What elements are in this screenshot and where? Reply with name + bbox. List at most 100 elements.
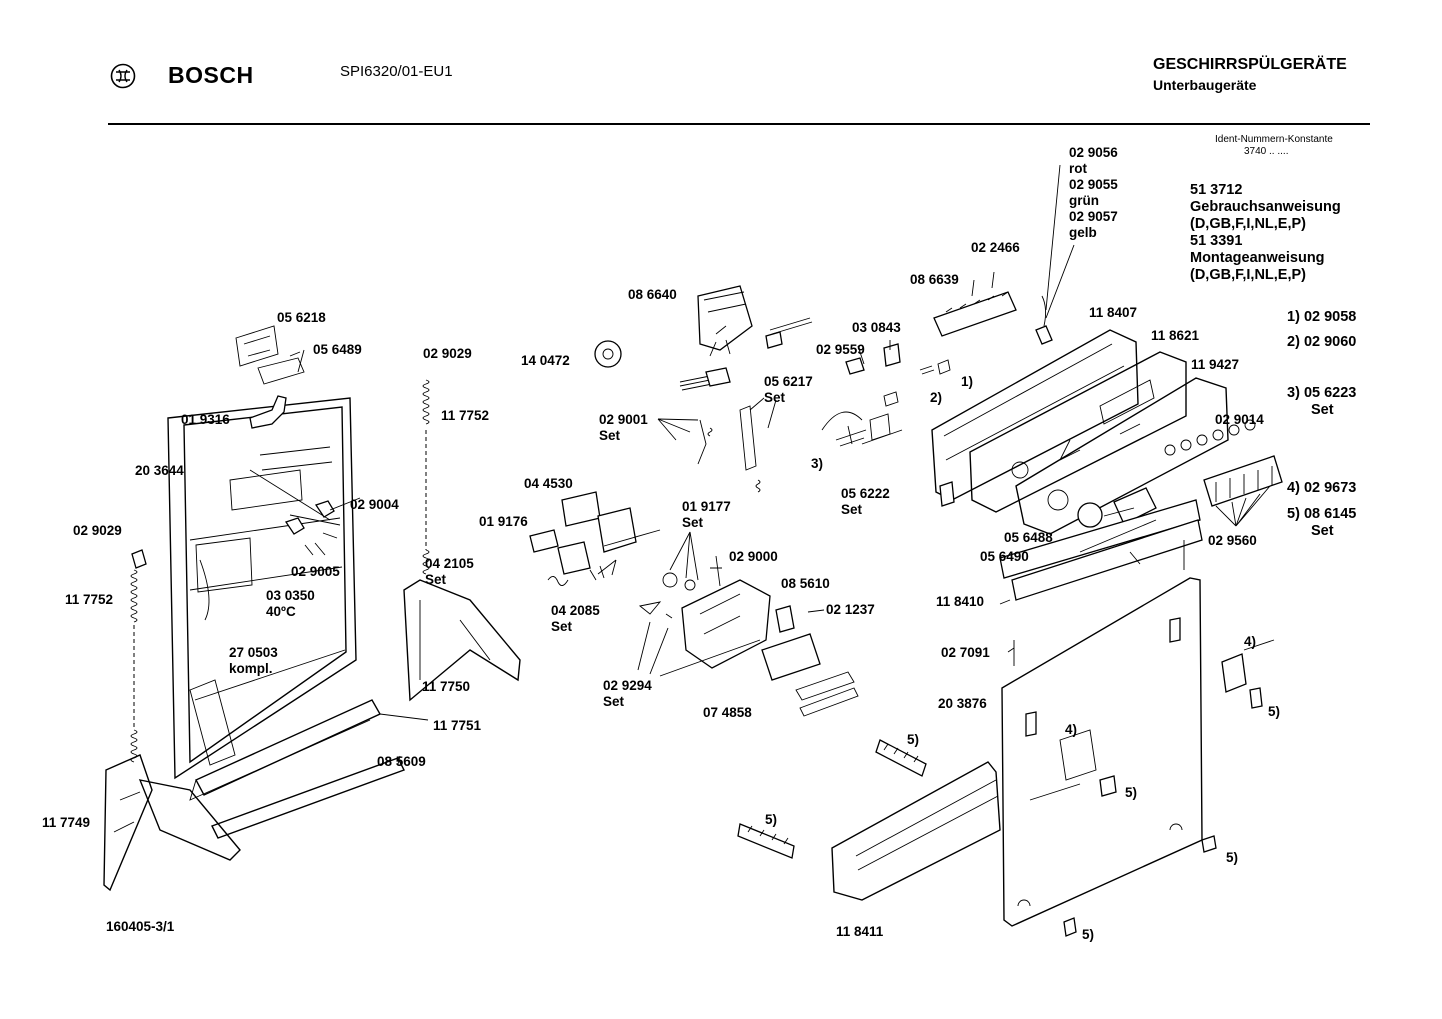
- part-callout-117752b: 11 7752: [441, 408, 489, 424]
- part-callout-key4a: 4): [1244, 634, 1256, 650]
- callout-line: 11 8621: [1151, 328, 1200, 343]
- legend-entry: 2) 02 9060: [1287, 334, 1356, 351]
- callout-line: 02 9029: [73, 523, 122, 538]
- part-callout-key5d: 5): [765, 812, 777, 828]
- callout-line: 02 1237: [826, 602, 875, 617]
- callout-line: 01 9177: [682, 499, 731, 514]
- callout-line: 11 7750: [422, 679, 471, 694]
- control-panel-drawings: [931, 329, 1229, 601]
- bottom-rail-drawings: [189, 699, 405, 839]
- doc-languages: (D,GB,F,I,NL,E,P): [1190, 216, 1306, 232]
- callout-line: 14 0472: [521, 353, 570, 368]
- callout-line: 02 9005: [291, 564, 340, 579]
- category-title: GESCHIRRSPÜLGERÄTE: [1153, 56, 1347, 73]
- pump-and-valve-drawings: [638, 555, 859, 717]
- callout-line: 5): [1082, 927, 1095, 942]
- callout-line: 02 9014: [1215, 412, 1264, 427]
- callout-line: 03 0350: [266, 588, 315, 603]
- part-callout-117750: 11 7750: [422, 679, 470, 695]
- ident-label: Ident-Nummern-Konstante: [1215, 134, 1333, 145]
- callout-line: 07 4858: [703, 705, 752, 720]
- part-callout-056489: 05 6489: [313, 342, 362, 358]
- plinth-and-strip-drawings: [737, 739, 1001, 901]
- part-callout-118621: 11 8621: [1151, 328, 1199, 344]
- part-callout-key5a: 5): [1268, 704, 1280, 720]
- hinge-and-spring-drawings: [103, 379, 521, 892]
- part-callout-119427: 11 9427: [1191, 357, 1239, 373]
- part-callout-074858: 07 4858: [703, 705, 752, 721]
- callout-line: 04 2085: [551, 603, 600, 618]
- callout-line: 2): [930, 390, 943, 405]
- part-callout-117752a: 11 7752: [65, 592, 113, 608]
- part-callout-029005: 02 9005: [291, 564, 340, 580]
- callout-line: 05 6222: [841, 486, 890, 501]
- part-callout-085609: 08 5609: [377, 754, 426, 770]
- callout-line: 05 6488: [1004, 530, 1053, 545]
- callout-line: 02 9004: [350, 497, 399, 512]
- doc-number: 51 3712: [1190, 182, 1243, 198]
- callout-line: Set: [603, 694, 625, 709]
- leader-lines: [289, 164, 1271, 765]
- part-callout-key5f: 5): [1082, 927, 1094, 943]
- callout-line: 02 9055: [1069, 177, 1118, 192]
- part-callout-key4b: 4): [1065, 722, 1077, 738]
- part-callout-019316: 01 9316: [181, 412, 230, 428]
- callout-line: 01 9316: [181, 412, 230, 427]
- part-callout-118411: 11 8411: [836, 924, 883, 940]
- part-callout-086639: 08 6639: [910, 272, 959, 288]
- callout-line: 11 8411: [836, 924, 884, 939]
- doc-title: Montageanweisung: [1190, 250, 1325, 266]
- callout-line: 02 9559: [816, 342, 865, 357]
- callout-line: Set: [599, 428, 621, 443]
- callout-line: 08 6639: [910, 272, 959, 287]
- category-subtitle: Unterbaugeräte: [1153, 77, 1257, 93]
- part-callout-029029a: 02 9029: [73, 523, 122, 539]
- ident-value: 3740 .. ....: [1244, 146, 1289, 157]
- callout-line: 02 9560: [1208, 533, 1257, 548]
- part-callout-029559: 02 9559: [816, 342, 865, 358]
- part-callout-key2: 2): [930, 390, 942, 406]
- callout-line: 11 7752: [441, 408, 490, 423]
- callout-line: rot: [1069, 161, 1087, 176]
- callout-line: 08 5609: [377, 754, 426, 769]
- part-callout-056218: 05 6218: [277, 310, 326, 326]
- doc-number: 51 3391: [1190, 233, 1243, 249]
- callout-line: Set: [764, 390, 786, 405]
- callout-line: Set: [682, 515, 704, 530]
- callout-line: 11 7749: [42, 815, 91, 830]
- callout-line: 4): [1244, 634, 1257, 649]
- callout-line: 05 6218: [277, 310, 326, 325]
- callout-line: 11 8407: [1089, 305, 1138, 320]
- legend-part: 02 9058: [1303, 309, 1357, 325]
- doc-title: Gebrauchsanweisung: [1190, 199, 1341, 215]
- callout-line: 08 5610: [781, 576, 830, 591]
- part-callout-key5e: 5): [1226, 850, 1238, 866]
- legend-note: Set: [1311, 523, 1334, 539]
- callout-line: 05 6489: [313, 342, 362, 357]
- header-rule: [108, 123, 1370, 125]
- part-callout-117749: 11 7749: [42, 815, 90, 831]
- callout-line: Set: [551, 619, 573, 634]
- callout-line: 11 7752: [65, 592, 114, 607]
- callout-line: 11 8410: [936, 594, 985, 609]
- part-callout-key5b: 5): [1125, 785, 1137, 801]
- callout-line: 20 3876: [938, 696, 987, 711]
- callout-line: 4): [1065, 722, 1078, 737]
- legend-key: 1): [1287, 309, 1300, 325]
- part-callout-203644: 20 3644: [135, 463, 184, 479]
- callout-line: 02 9029: [423, 346, 472, 361]
- part-callout-085610: 08 5610: [781, 576, 830, 592]
- callout-line: 03 0843: [852, 320, 901, 335]
- callout-line: 05 6490: [980, 549, 1029, 564]
- part-callout-029004: 02 9004: [350, 497, 399, 513]
- legend-key: 5): [1287, 506, 1300, 522]
- legend-entry: 4) 02 9673: [1287, 480, 1356, 497]
